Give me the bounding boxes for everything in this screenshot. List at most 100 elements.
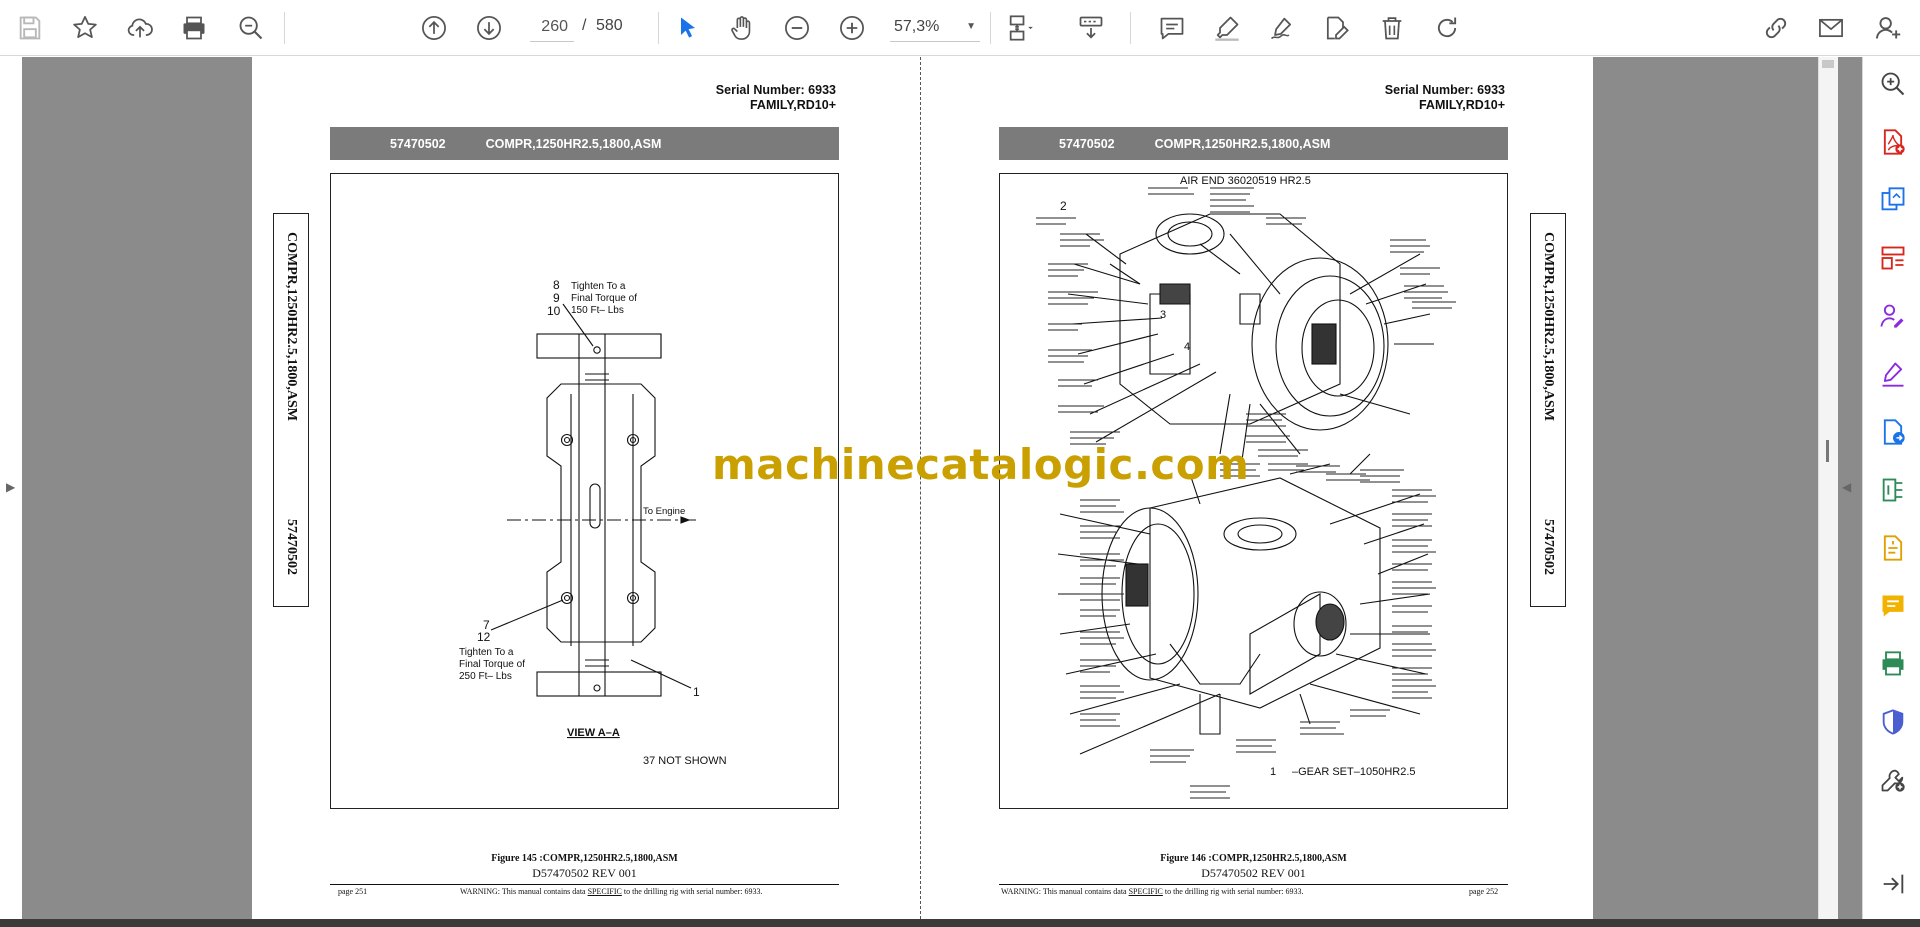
print-production-icon[interactable]	[1878, 649, 1908, 679]
torque-note-label: Tighten To a	[571, 281, 626, 292]
side-tab-number: 57470502	[1541, 519, 1556, 575]
pdf-page-right: Serial Number: 6933 FAMILY,RD10+ 5747050…	[921, 57, 1593, 919]
side-tab-number: 57470502	[284, 519, 299, 575]
panel-resize-handle[interactable]	[1826, 440, 1829, 462]
footer-rule	[999, 884, 1508, 885]
zoom-search-icon[interactable]	[233, 10, 269, 46]
callout-label: 9	[553, 291, 560, 305]
family-label: FAMILY,RD10+	[749, 98, 836, 112]
compress-pdf-icon[interactable]	[1878, 475, 1908, 505]
share-link-icon[interactable]	[1758, 10, 1794, 46]
part-header-bar: 57470502 COMPR,1250HR2.5,1800,ASM	[999, 127, 1508, 160]
toolbar-divider	[658, 12, 659, 44]
collapse-right-panel-icon[interactable]: ◀	[1842, 480, 1852, 494]
select-cursor-icon[interactable]	[670, 10, 706, 46]
comment-panel-icon[interactable]	[1878, 591, 1908, 621]
save-icon[interactable]	[12, 10, 48, 46]
right-tools-panel	[1862, 57, 1920, 919]
page-divider	[920, 57, 921, 919]
organize-pages-icon[interactable]	[1878, 243, 1908, 273]
toolbar-divider	[284, 12, 285, 44]
rotate-icon[interactable]	[1429, 10, 1465, 46]
vertical-scrollbar[interactable]	[1818, 57, 1838, 919]
request-signature-icon[interactable]	[1878, 301, 1908, 331]
callout-label: 1	[1270, 766, 1276, 778]
email-icon[interactable]	[1813, 10, 1849, 46]
total-pages: 580	[596, 17, 623, 34]
page-layout-icon[interactable]	[1002, 10, 1038, 46]
figure-frame: AIR END 36020519 HR2.5 2 3 4 1 –GEAR SET…	[999, 173, 1508, 809]
print-icon[interactable]	[176, 10, 212, 46]
callout-label: 10	[547, 304, 561, 318]
gear-set-note: –GEAR SET–1050HR2.5	[1292, 766, 1416, 778]
toolbar-divider	[990, 12, 991, 44]
footer-warning-specific: SPECIFIC	[587, 887, 622, 896]
family-label: FAMILY,RD10+	[1418, 98, 1505, 112]
callout-label: 3	[1160, 309, 1166, 321]
callout-label: 8	[553, 278, 560, 292]
side-tab: COMPR,1250HR2.5,1800,ASM 57470502	[273, 213, 309, 607]
hand-icon[interactable]	[724, 10, 760, 46]
serial-block: Serial Number: 6933 FAMILY,RD10+	[716, 83, 836, 113]
zoom-dropdown[interactable]: 57,3% ▼	[890, 12, 980, 42]
delete-icon[interactable]	[1374, 10, 1410, 46]
highlight-icon[interactable]	[1209, 10, 1245, 46]
scan-ocr-icon[interactable]	[1878, 533, 1908, 563]
chevron-down-icon: ▼	[966, 21, 976, 32]
footer-warning-text: to the drilling rig with serial number: …	[621, 887, 763, 896]
page-number-input[interactable]	[530, 12, 574, 42]
side-tab: COMPR,1250HR2.5,1800,ASM 57470502	[1530, 213, 1566, 607]
collapse-panel-icon[interactable]	[1878, 869, 1908, 899]
fill-sign-icon[interactable]	[1878, 359, 1908, 389]
footer-warning-text: WARNING: This manual contains data	[460, 887, 588, 896]
pdf-page-left: Serial Number: 6933 FAMILY,RD10+ 5747050…	[252, 57, 924, 919]
top-toolbar: / 580 57,3% ▼	[0, 0, 1920, 56]
scroll-mode-icon[interactable]	[1073, 10, 1109, 46]
part-number: 57470502	[1059, 136, 1115, 151]
comment-icon[interactable]	[1154, 10, 1190, 46]
footer-warning-text: WARNING: This manual contains data	[1001, 887, 1129, 896]
footer-page-number: page 252	[1469, 887, 1499, 896]
air-end-exploded-drawing: AIR END 36020519 HR2.5 2 3 4 1 –GEAR SET…	[1036, 175, 1456, 799]
create-pdf-icon[interactable]	[1878, 185, 1908, 215]
scrollbar-thumb[interactable]	[1822, 60, 1834, 68]
torque-note-label: Tighten To a	[459, 647, 514, 658]
callout-label: 2	[1060, 199, 1067, 213]
not-shown-note: 37 NOT SHOWN	[643, 755, 727, 767]
zoom-in-icon[interactable]	[834, 10, 870, 46]
zoom-panel-icon[interactable]	[1878, 69, 1908, 99]
zoom-out-icon[interactable]	[779, 10, 815, 46]
side-tab-description: COMPR,1250HR2.5,1800,ASM	[1541, 232, 1556, 421]
left-rail	[0, 57, 22, 919]
callout-label: 12	[477, 630, 491, 644]
direction-label: To Engine	[643, 506, 685, 517]
upload-icon[interactable]	[122, 10, 158, 46]
account-icon[interactable]	[1870, 10, 1906, 46]
export-pdf-icon[interactable]	[1878, 127, 1908, 157]
edit-pdf-icon[interactable]	[1878, 417, 1908, 447]
bookmark-star-icon[interactable]	[67, 10, 103, 46]
footer-warning: WARNING: This manual contains data SPECI…	[460, 887, 763, 896]
edit-text-icon[interactable]	[1318, 10, 1354, 46]
draw-icon[interactable]	[1264, 10, 1300, 46]
zoom-value: 57,3%	[894, 17, 940, 35]
callout-label: 7	[483, 618, 490, 632]
serial-number: Serial Number: 6933	[715, 83, 836, 97]
more-tools-icon[interactable]	[1878, 765, 1908, 795]
part-header-bar: 57470502 COMPR,1250HR2.5,1800,ASM	[330, 127, 839, 160]
callout-label: 4	[1184, 341, 1190, 353]
figure-caption: Figure 145 :COMPR,1250HR2.5,1800,ASM	[491, 853, 678, 864]
protect-icon[interactable]	[1878, 707, 1908, 737]
page-down-icon[interactable]	[471, 10, 507, 46]
figure-title: AIR END 36020519 HR2.5	[1180, 175, 1311, 187]
page-up-icon[interactable]	[416, 10, 452, 46]
torque-note-label: Final Torque of	[571, 293, 637, 304]
mounting-bracket-drawing: 8 Tighten To a 9 Final Torque of 10 150 …	[459, 278, 727, 767]
expand-left-panel-icon[interactable]: ▶	[6, 480, 16, 494]
watermark: machinecatalogic.com	[712, 440, 1250, 489]
side-tab-description: COMPR,1250HR2.5,1800,ASM	[284, 232, 299, 421]
document-number: D57470502 REV 001	[1201, 866, 1306, 880]
figure-caption: Figure 146 :COMPR,1250HR2.5,1800,ASM	[1160, 853, 1347, 864]
view-label: VIEW A–A	[567, 727, 620, 739]
toolbar-divider	[1130, 12, 1131, 44]
